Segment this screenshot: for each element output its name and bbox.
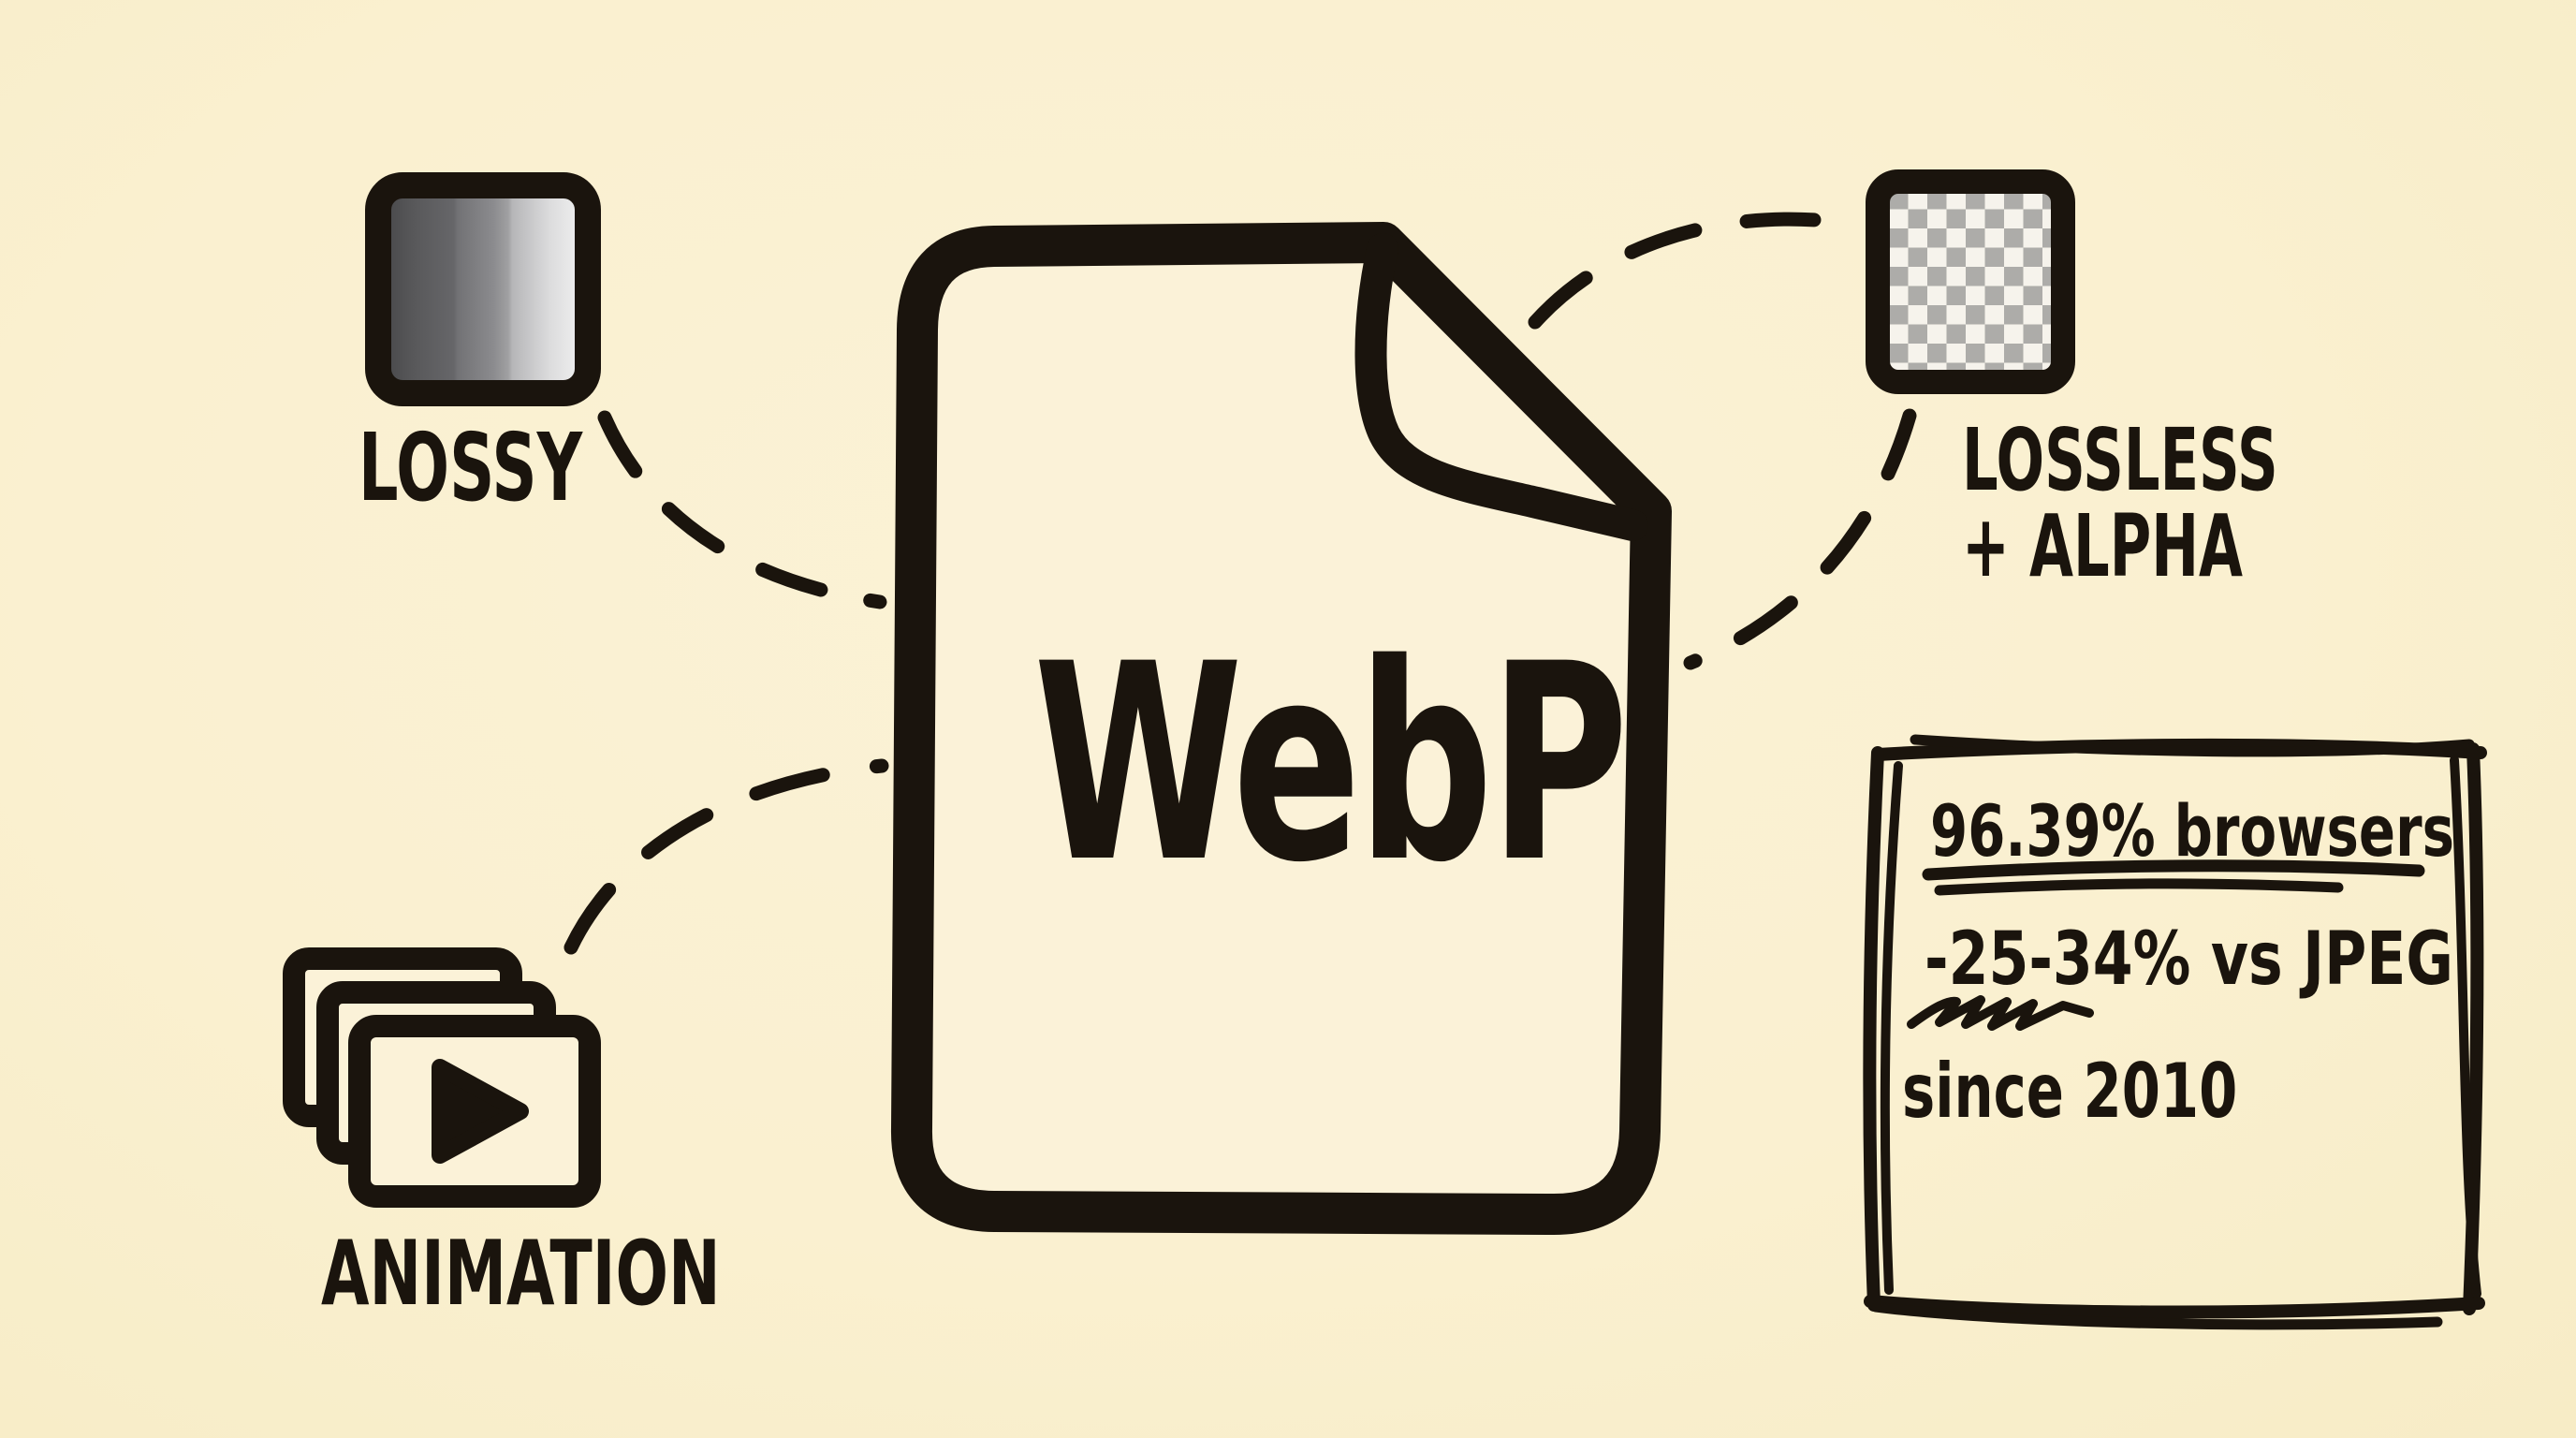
dashed-connector-file-to-lossless [1528, 212, 1865, 330]
zigzag-scribble [1907, 995, 2094, 1031]
dashed-connector-lossy-to-file [597, 410, 887, 609]
stats-box-frame [1863, 734, 2487, 1330]
lossless-alpha-label: LOSSLESS + ALPHA [1962, 410, 2278, 596]
folded-corner-icon [1354, 233, 1648, 541]
lossless-label-line1: LOSSLESS [1962, 410, 2278, 510]
dashed-connector-lossless-to-file [1683, 408, 1917, 670]
play-icon [432, 1059, 529, 1164]
stat-vs-jpeg: -25-34% vs JPEG [1925, 917, 2453, 1002]
dashed-connector-animation-to-file [564, 758, 889, 955]
lossless-label-line2: + ALPHA [1962, 496, 2244, 596]
underline-scribble [1922, 859, 2425, 896]
lossy-label: LOSSY [358, 413, 583, 522]
transparency-checker-swatch [1866, 169, 2075, 394]
stat-since: since 2010 [1902, 1048, 2238, 1135]
webp-file-label: WebP [1033, 607, 1629, 922]
animation-label: ANIMATION [321, 1223, 721, 1326]
stat-browsers: 96.39% browsers [1930, 789, 2454, 873]
lossy-gradient-swatch [365, 172, 601, 406]
